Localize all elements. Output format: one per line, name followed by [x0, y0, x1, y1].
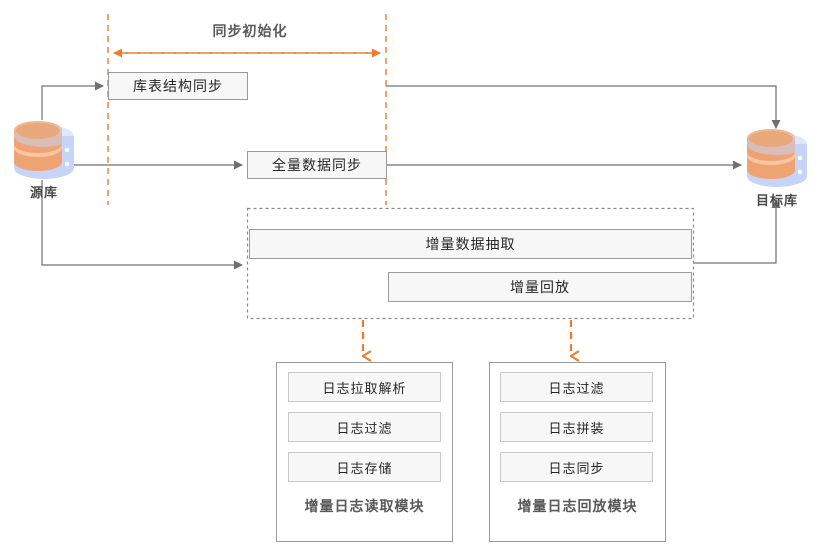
stage-box-full-data-sync[interactable]: 全量数据同步 [247, 151, 387, 179]
edge-schema-to-target [386, 85, 781, 129]
edge-replay-to-target [693, 199, 781, 264]
stage-box-incr-extract[interactable]: 增量数据抽取 [249, 229, 692, 259]
module-frame-incr-log-replay [489, 362, 666, 542]
target-db-label: 目标库 [755, 193, 798, 208]
module-frame-incr-log-read [276, 362, 453, 542]
edge-source-to-incr [41, 180, 243, 270]
module-item-log-sync[interactable]: 日志同步 [500, 452, 653, 482]
stage-box-schema-sync[interactable]: 库表结构同步 [108, 72, 248, 100]
module-caption-incr-log-replay: 增量日志回放模块 [517, 498, 638, 514]
source-database-icon [14, 121, 74, 179]
incremental-group-frame [246, 207, 695, 320]
source-db-label: 源库 [29, 185, 58, 200]
module-item-log-assemble[interactable]: 日志拼装 [500, 412, 653, 442]
module-caption-incr-log-read: 增量日志读取模块 [304, 498, 425, 514]
stage-box-incr-replay[interactable]: 增量回放 [388, 272, 692, 302]
phase-label-sync-init: 同步初始化 [212, 23, 288, 39]
target-database-icon [747, 129, 807, 187]
edge-source-to-schema [41, 81, 104, 120]
module-item-log-filter-right[interactable]: 日志过滤 [500, 372, 653, 402]
module-item-log-filter-left[interactable]: 日志过滤 [288, 412, 441, 442]
module-item-log-store[interactable]: 日志存储 [288, 452, 441, 482]
module-item-log-pull-parse[interactable]: 日志拉取解析 [288, 372, 441, 402]
